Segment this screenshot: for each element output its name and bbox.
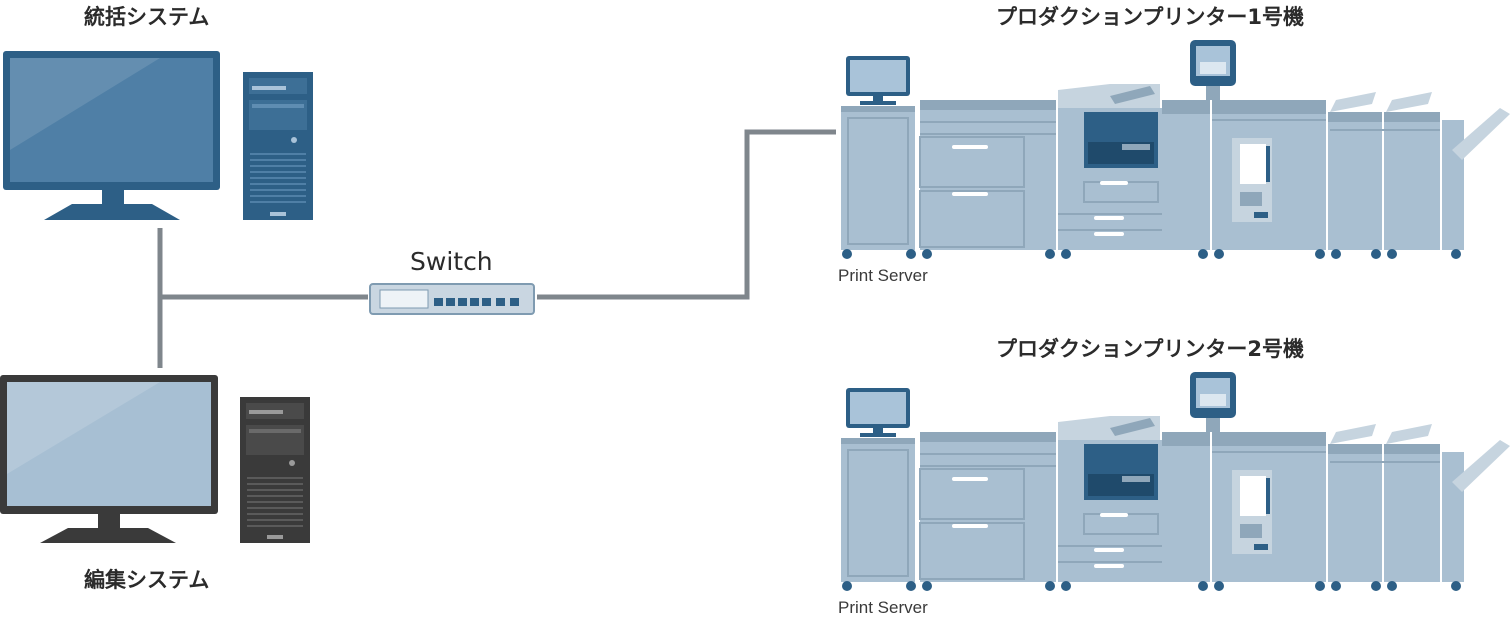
integration-system-label: 統括システム bbox=[84, 5, 210, 29]
print-server-1-label: Print Server bbox=[838, 266, 928, 285]
network-switch bbox=[369, 283, 535, 315]
editing-system-computer bbox=[0, 375, 310, 543]
production-printer-2 bbox=[840, 371, 1511, 592]
production-printer-1 bbox=[840, 39, 1511, 260]
switch-ports bbox=[434, 298, 519, 306]
integration-monitor-stand bbox=[44, 204, 180, 220]
integration-monitor-screen bbox=[10, 58, 213, 182]
print-server-2-label: Print Server bbox=[838, 598, 928, 617]
switch-label: Switch bbox=[410, 247, 493, 276]
editing-monitor-stand bbox=[40, 528, 176, 543]
editing-monitor-screen bbox=[7, 382, 211, 506]
integration-tower bbox=[243, 72, 313, 220]
printer2-label: プロダクションプリンター2号機 bbox=[996, 337, 1304, 361]
editing-system-label: 編集システム bbox=[84, 568, 210, 592]
integration-system-computer bbox=[3, 51, 313, 220]
printer1-label: プロダクションプリンター1号機 bbox=[996, 5, 1304, 29]
connection-lines bbox=[157, 129, 836, 368]
editing-tower bbox=[240, 397, 310, 543]
switch-to-printer1-link bbox=[537, 129, 836, 300]
